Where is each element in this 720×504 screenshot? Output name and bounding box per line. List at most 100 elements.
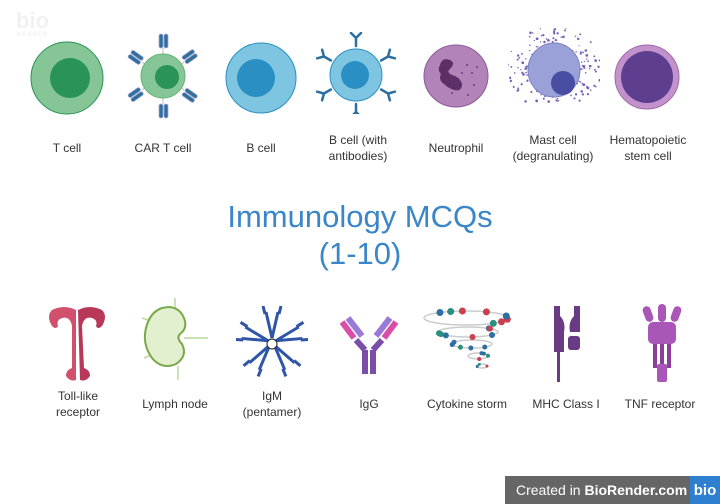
granule (576, 37, 580, 41)
granule (529, 44, 531, 46)
granule (525, 65, 528, 68)
b-cell-antibodies-icon (315, 32, 397, 114)
cytokine-dot (451, 339, 457, 345)
label-line: (degranulating) (512, 149, 594, 163)
cytokine-dot (477, 362, 481, 366)
cytokine-dot (436, 309, 444, 317)
granule (560, 36, 562, 38)
cytokine-dot (477, 356, 482, 361)
granule (510, 50, 512, 53)
granule (563, 29, 566, 32)
granule (582, 64, 586, 68)
label-b-cell: B cell (246, 141, 276, 155)
cytokine-dot (482, 344, 488, 350)
granule (594, 59, 598, 62)
granule (598, 78, 600, 82)
granule (579, 51, 582, 54)
granule (551, 40, 554, 43)
granule (508, 63, 509, 66)
granule (593, 55, 596, 58)
label-neutrophil: Neutrophil (428, 141, 484, 155)
label-car-t-cell: CAR T cell (134, 141, 192, 155)
cytokine-dot (482, 308, 490, 316)
cytokine-dot (486, 325, 493, 332)
lymph-node-icon (141, 298, 208, 380)
cytokine-dot (469, 333, 476, 340)
granule (579, 81, 582, 83)
granule (574, 35, 577, 37)
granule (575, 51, 577, 53)
stem-cell-icon (614, 44, 680, 110)
cytokine-dot (498, 318, 506, 326)
granule (537, 46, 539, 48)
label-toll-like-receptor: Toll-like receptor (56, 388, 100, 420)
granule (516, 58, 519, 61)
granule (597, 65, 600, 69)
granule (595, 85, 597, 88)
granule (528, 49, 531, 52)
granule (552, 30, 556, 34)
granule (526, 79, 529, 82)
granule (586, 86, 590, 90)
watermark-sub: RENDER (16, 32, 49, 38)
granule (522, 73, 525, 76)
granule (525, 58, 527, 60)
granule (540, 35, 543, 37)
badge-prefix: Created in (516, 482, 585, 498)
granule (521, 61, 525, 65)
cytokine-dot (475, 365, 479, 369)
granule (524, 67, 527, 70)
granule (521, 71, 524, 74)
granule (555, 99, 558, 102)
cytokine-dot (489, 331, 496, 338)
granule (525, 71, 527, 74)
cytokine-dot (485, 353, 490, 358)
cytokine-dot (447, 307, 455, 315)
granule (553, 28, 556, 31)
granule (539, 28, 541, 30)
granule (539, 41, 542, 43)
granule (547, 38, 550, 42)
cytokine-dot (435, 330, 442, 337)
granule (542, 33, 545, 37)
granule (585, 54, 589, 57)
label-line: receptor (55, 405, 101, 419)
label-mast-cell: Mast cell(degranulating) (513, 132, 594, 164)
granule (552, 37, 555, 40)
granule (524, 100, 527, 103)
granule (598, 59, 600, 62)
granule (535, 37, 539, 41)
toll-like-receptor-icon (49, 307, 105, 381)
label-igg: IgG (359, 397, 379, 411)
label-line: Toll-like (57, 389, 98, 403)
granule (580, 68, 583, 71)
biorender-logo: bio (690, 476, 720, 504)
granule (526, 74, 528, 76)
granule (595, 70, 597, 72)
created-in-biorender-badge[interactable]: Created in BioRender.com bio (505, 476, 720, 504)
label-igm: IgM(pentamer) (243, 388, 302, 420)
label-line: stem cell (624, 149, 672, 163)
granule (593, 84, 596, 87)
granule (528, 35, 531, 38)
granule (582, 83, 586, 87)
tnf-receptor-icon (642, 304, 682, 382)
granule (516, 89, 519, 92)
granule (580, 61, 583, 64)
watermark-logo: bio (16, 8, 49, 33)
granule (593, 68, 596, 71)
label-cytokine-storm: Cytokine storm (426, 397, 508, 411)
cytokine-dot (479, 351, 484, 356)
granule (589, 41, 592, 43)
cytokine-dot (458, 307, 466, 315)
label-line: IgM (261, 389, 282, 403)
granule (509, 79, 513, 83)
label-line: Hematopoietic (609, 133, 687, 147)
granule (516, 54, 520, 57)
granule (586, 93, 590, 96)
granule (578, 45, 580, 47)
granule (540, 94, 542, 96)
granule (553, 32, 556, 35)
granule (584, 71, 587, 74)
granule (509, 76, 511, 78)
